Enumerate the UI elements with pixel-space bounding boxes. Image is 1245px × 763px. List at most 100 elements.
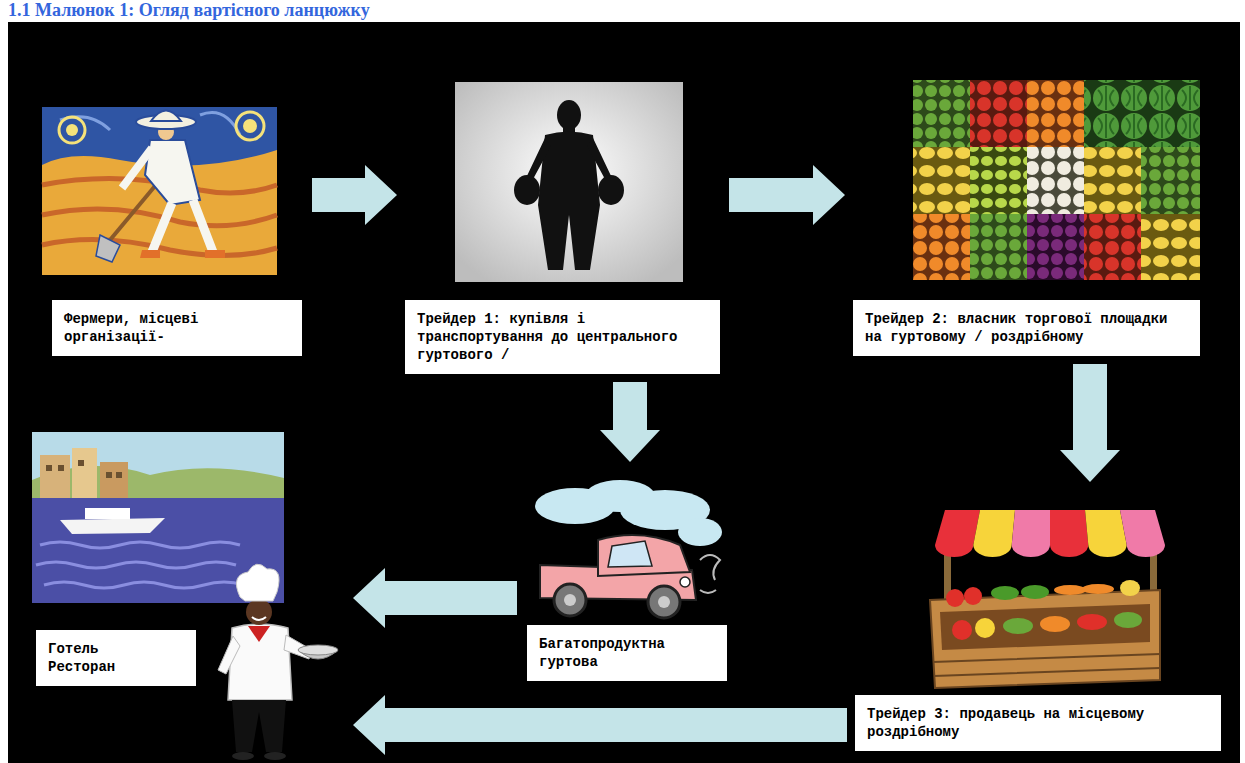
truck-picture-part [554, 584, 586, 616]
farmer-picture-part [59, 117, 85, 143]
market-stall-picture-part [1082, 584, 1114, 594]
farmer-picture-part [42, 107, 277, 275]
truck-picture-part [608, 541, 652, 567]
chef-figure-part [232, 700, 286, 752]
chef-figure-part [228, 624, 292, 700]
market-stall-picture-part [1054, 585, 1086, 595]
flow-arrow [312, 165, 397, 225]
stage-label: Фермери, місцеві організації- [64, 310, 290, 346]
produce-picture-part [1141, 214, 1200, 280]
trader-silhouette-picture-part [557, 100, 581, 130]
market-stall-picture-part [1088, 545, 1126, 557]
chef-figure-part [264, 752, 286, 760]
chef-figure-part [248, 626, 270, 642]
produce-picture-part [1141, 147, 1200, 214]
market-stall-picture-part [930, 590, 1160, 688]
truck-picture-part [648, 586, 680, 618]
farmer-picture-part [60, 113, 240, 136]
market-stall-picture-part [1040, 616, 1070, 632]
label-box: Фермери, місцеві організації- [52, 300, 302, 356]
produce-picture-part [913, 214, 970, 280]
stage-group: Трейдер 3: продавець на місцевому роздрі… [855, 490, 1221, 751]
trader-silhouette-picture-part [455, 82, 683, 282]
produce-picture-part [1141, 80, 1200, 147]
title-band: 1.1 Малюнок 1: Огляд вартісного ланцюжку [8, 0, 370, 22]
truck-picture-part [678, 518, 722, 546]
farmer-picture-part [96, 235, 120, 262]
trader-silhouette-picture-part [526, 138, 612, 181]
market-stall-picture-part [940, 604, 1150, 650]
flow-arrow [600, 382, 660, 462]
produce-picture-part [970, 80, 1027, 147]
figure-title: 1.1 Малюнок 1: Огляд вартісного ланцюжку [8, 0, 370, 21]
market-stall-picture-part [1003, 618, 1033, 634]
trader-silhouette-picture-part [514, 175, 540, 205]
produce-picture-part [1027, 80, 1084, 147]
black-panel [8, 22, 1240, 763]
chef-figure-part [236, 564, 279, 601]
truck-picture-part [598, 535, 690, 576]
market-stall-picture-part [975, 618, 995, 638]
harbour-picture-part [46, 460, 122, 478]
harbour-picture-part [85, 508, 130, 519]
market-stall-picture-part [1012, 545, 1050, 557]
truck-picture [535, 480, 722, 618]
market-stall-picture-part [1050, 510, 1088, 545]
market-stall-picture-part [1127, 545, 1165, 557]
stage-label: Трейдер 2: власник торгової площадки на … [865, 310, 1188, 346]
label-box: Готель Ресторан [36, 630, 196, 686]
farmer-picture-part [243, 119, 257, 133]
market-stall-picture-part [1114, 612, 1142, 628]
harbour-picture-part [72, 448, 97, 500]
harbour-picture-part [32, 498, 284, 603]
market-stall-picture-part [1021, 585, 1049, 599]
farmer-picture-part [122, 148, 152, 188]
flow-arrow [353, 568, 517, 628]
stage-label: Багатопродуктна гуртова [539, 635, 715, 671]
market-stall-picture-part [964, 587, 982, 605]
market-stall-picture [930, 510, 1165, 688]
stage-group: Трейдер 1: купівля і транспортування до … [405, 80, 721, 374]
stage-label: Готель Ресторан [48, 640, 123, 676]
farmer-picture-part [66, 124, 78, 136]
harbour-picture-part [36, 542, 244, 588]
label-box: Трейдер 1: купівля і транспортування до … [405, 300, 720, 374]
harbour-picture-part [60, 518, 165, 534]
farmer-picture-part [152, 200, 213, 252]
chef-figure [218, 564, 338, 760]
produce-picture-part [913, 80, 970, 147]
chef-figure-part [232, 752, 254, 760]
label-box: Багатопродуктна гуртова [527, 625, 727, 681]
market-stall-picture-part [1050, 545, 1088, 557]
farmer-picture-part [151, 111, 181, 122]
harbour-picture-part [40, 455, 70, 500]
stage-group: Багатопродуктна гуртова [525, 470, 738, 681]
produce-picture-part [913, 147, 970, 214]
stage-label: Трейдер 1: купівля і транспортування до … [417, 310, 708, 364]
label-box: Трейдер 3: продавець на місцевому роздрі… [855, 695, 1221, 751]
market-stall-picture-part [933, 654, 1160, 676]
market-stall-picture-part [935, 545, 973, 557]
harbour-picture-part [100, 462, 128, 500]
trader-silhouette-picture-part [598, 175, 624, 205]
chef-figure-part [218, 636, 240, 674]
market-stall-picture-part [935, 510, 980, 545]
stage-group: Готель Ресторан [30, 430, 345, 686]
farmer-picture-part [140, 250, 225, 258]
trader-silhouette-picture [455, 82, 683, 282]
flow-arrow [353, 695, 847, 755]
farmer-picture-part [236, 112, 264, 140]
flow-arrow [1060, 364, 1120, 482]
produce-picture-part [1084, 147, 1141, 214]
market-stall-picture-part [952, 620, 972, 640]
produce-picture-part [1027, 214, 1084, 280]
truck-picture-part [700, 555, 720, 593]
produce-picture-part [1084, 80, 1141, 147]
market-stall-picture-part [973, 545, 1011, 557]
truck-picture-part [680, 577, 690, 587]
produce-picture-part [970, 147, 1027, 214]
market-stall-picture-part [946, 589, 964, 607]
truck-picture-part [564, 594, 576, 606]
chef-figure-part [246, 599, 272, 625]
